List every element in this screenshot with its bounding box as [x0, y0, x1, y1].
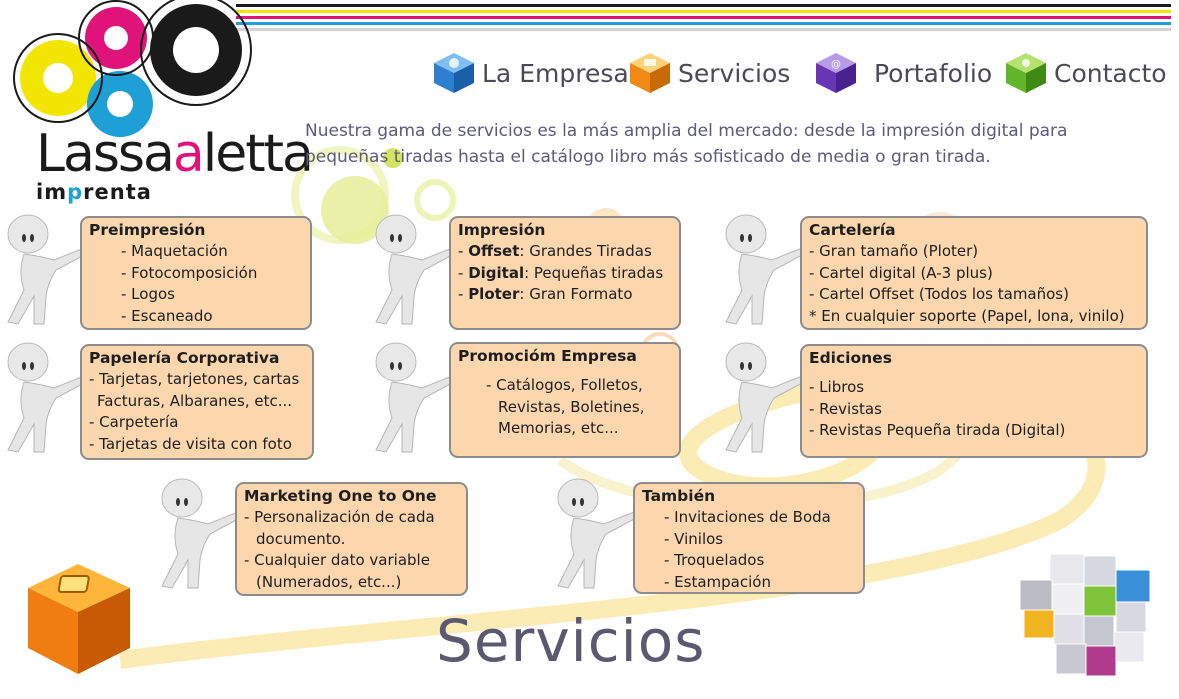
box-carteleria-title: Cartelería — [809, 221, 896, 239]
pushing-man-figure — [7, 342, 87, 453]
list-item: - Ploter: Gran Formato — [458, 285, 633, 303]
list-item: documento. — [256, 529, 346, 548]
list-item: - Libros — [809, 378, 865, 396]
box-impresion-title: Impresión — [458, 221, 546, 239]
box-tambien-title: También — [642, 487, 716, 505]
list-item: - Estampación — [664, 572, 771, 591]
logo[interactable]: Lassaaletta imprenta — [0, 0, 314, 215]
pushing-man-figure — [725, 214, 805, 325]
list-item: - Revistas — [809, 399, 882, 418]
svg-text:@: @ — [831, 59, 841, 70]
list-item: - Fotocomposición — [121, 263, 258, 282]
list-item: (Numerados, etc...) — [256, 572, 402, 591]
list-item: - Catálogos, Folletos, — [486, 376, 643, 394]
blue-cube-icon — [434, 53, 474, 93]
box-papeleria-title: Papelería Corporativa — [89, 349, 280, 367]
nav-portafolio-label: Portafolio — [874, 58, 993, 88]
logo-circles — [13, 0, 252, 137]
box-tambien: También - Invitaciones de Boda - Vinilos… — [633, 482, 865, 594]
list-item: Memorias, etc... — [498, 419, 619, 437]
list-item: - Tarjetas de visita con foto — [89, 434, 292, 453]
box-preimpresion: Preimpresión - Maquetación - Fotocomposi… — [80, 216, 312, 330]
list-item: - Troquelados — [664, 551, 765, 569]
list-item: Revistas, Boletines, — [498, 397, 645, 416]
pushing-man-figure — [161, 478, 241, 589]
colorful-cubes-icon — [1019, 553, 1151, 677]
list-item: - Vinilos — [664, 529, 724, 548]
box-papeleria-corporativa: Papelería Corporativa - Tarjetas, tarjet… — [80, 344, 314, 460]
footer-title: Servicios — [436, 607, 706, 675]
pushing-man-figure — [725, 342, 805, 453]
box-ediciones-title: Ediciones — [809, 349, 892, 367]
orange-cube-icon — [630, 53, 670, 93]
nav-servicios-label: Servicios — [678, 58, 791, 88]
box-marketing-one-to-one: Marketing One to One - Personalización d… — [235, 482, 468, 596]
list-item: - Cartel Offset (Todos los tamaños) — [809, 285, 1069, 303]
nav-la-empresa[interactable]: La Empresa — [432, 48, 629, 98]
stripe-black — [236, 4, 1171, 7]
list-item: - Offset: Grandes Tiradas — [458, 242, 652, 260]
orange-tv-cube-icon — [28, 564, 130, 674]
box-promocion-title: Promocióm Empresa — [458, 347, 637, 365]
nav-la-empresa-label: La Empresa — [482, 58, 629, 88]
list-item: - Cualquier dato variable — [244, 551, 430, 569]
logo-subtitle: imprenta — [36, 180, 152, 204]
nav-contacto[interactable]: Contacto — [1004, 48, 1167, 98]
pushing-man-figure — [557, 478, 637, 589]
list-item: - Digital: Pequeñas tiradas — [458, 263, 664, 282]
pushing-man-figure — [375, 342, 455, 453]
nav-portafolio[interactable]: @ Portafolio — [814, 48, 992, 98]
stripe-yellow — [236, 10, 1171, 13]
list-item: * En cualquier soporte (Papel, lona, vin… — [809, 306, 1125, 325]
list-item: - Personalización de cada — [244, 508, 435, 526]
purple-cube-icon: @ — [816, 53, 856, 93]
nav-servicios[interactable]: Servicios — [628, 48, 790, 98]
list-item: - Carpetería — [89, 413, 179, 431]
stripe-magenta — [236, 16, 1171, 19]
list-item: - Maquetación — [121, 242, 228, 260]
list-item: Facturas, Albaranes, etc... — [97, 391, 293, 410]
list-item: - Revistas Pequeña tirada (Digital) — [809, 421, 1066, 439]
list-item: - Cartel digital (A-3 plus) — [809, 263, 993, 282]
box-marketing-title: Marketing One to One — [244, 487, 437, 505]
list-item: - Escaneado — [121, 306, 213, 325]
logo-wordmark: Lassaaletta — [36, 124, 314, 184]
list-item: - Invitaciones de Boda — [664, 508, 831, 526]
green-cube-icon — [1006, 53, 1046, 93]
box-impresion: Impresión - Offset: Grandes Tiradas - Di… — [449, 216, 681, 330]
stripe-gray — [236, 28, 1171, 31]
list-item: - Tarjetas, tarjetones, cartas — [89, 370, 300, 388]
list-item: - Gran tamaño (Ploter) — [809, 242, 979, 260]
box-carteleria: Cartelería - Gran tamaño (Ploter) - Cart… — [800, 216, 1148, 330]
list-item: - Logos — [121, 285, 175, 303]
nav-contacto-label: Contacto — [1054, 58, 1167, 88]
intro-text: Nuestra gama de servicios es la más ampl… — [305, 121, 1068, 167]
stripe-cyan — [236, 22, 1171, 25]
box-preimpresion-title: Preimpresión — [89, 221, 206, 239]
box-ediciones: Ediciones - Libros - Revistas - Revistas… — [800, 344, 1148, 458]
pushing-man-figure — [7, 214, 87, 325]
box-promocion-empresa: Promocióm Empresa - Catálogos, Folletos,… — [449, 342, 681, 458]
pushing-man-figure — [375, 214, 455, 325]
